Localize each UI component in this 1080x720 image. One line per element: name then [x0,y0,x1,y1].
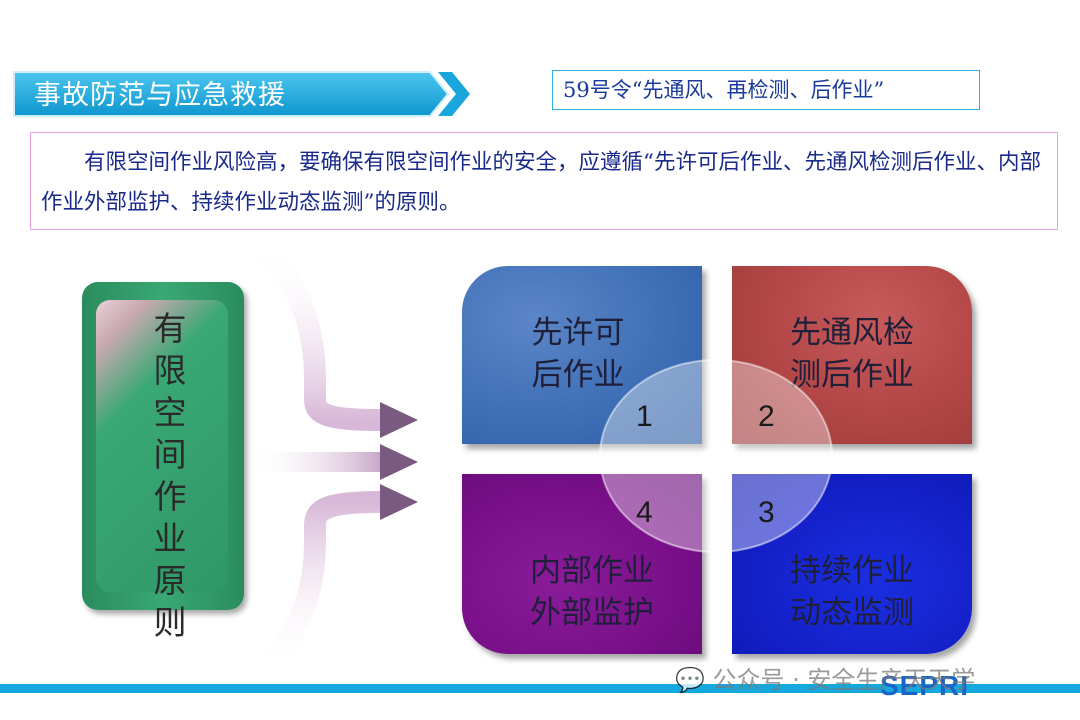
quadrant-4-line2: 外部监护 [530,595,654,631]
quadrant-3-label: 持续作业 动态监测 [772,550,932,634]
principle-char: 则 [153,603,187,642]
principle-char: 间 [153,435,187,474]
quadrant-3 [732,474,972,654]
quadrant-2-number: 2 [758,400,775,433]
quadrant-3-line1: 持续作业 [790,553,914,589]
quadrant-4 [462,474,702,654]
quadrant-4-number: 4 [636,496,653,529]
quadrant-1-line1: 先许可 [531,315,625,351]
arrow-top-head [380,402,418,438]
regulation-box: 59号令“先通风、再检测、后作业” [552,70,980,110]
intro-paragraph: 有限空间作业风险高，要确保有限空间作业的安全，应遵循“先许可后作业、先通风检测后… [41,150,1041,215]
quadrant-1-line2: 后作业 [531,357,625,393]
principle-char: 业 [153,519,187,558]
principle-char: 有 [153,309,187,348]
principle-char: 原 [153,561,187,600]
arrow-bottom-head [380,484,418,520]
center-circle [599,359,833,553]
quadrant-2-line2: 测后作业 [790,357,914,393]
quadrant-1-label: 先许可 后作业 [498,312,658,396]
watermark: 💬 公众号 · 安全生产天天学 [675,660,975,695]
footer-bar [0,684,1080,693]
quadrant-4-line1: 内部作业 [530,553,654,589]
principle-char: 限 [153,351,187,390]
quadrant-2-line1: 先通风检 [790,315,914,351]
banner-shape [13,71,470,117]
flow-arrows [250,240,418,679]
principle-title: 有 限 空 间 作 业 原 则 [150,308,190,644]
quadrant-2-label: 先通风检 测后作业 [772,312,932,396]
section-title: 事故防范与应急救援 [34,80,286,111]
arrow-top [252,240,381,431]
quadrant-1 [462,266,702,444]
principle-card-inner [96,300,228,592]
title-banner: 事故防范与应急救援 [10,70,470,118]
quadrant-1-number: 1 [636,400,653,433]
brand-logo: SEPRI [880,670,970,701]
quadrant-4-label: 内部作业 外部监护 [512,550,672,634]
intro-box: 有限空间作业风险高，要确保有限空间作业的安全，应遵循“先许可后作业、先通风检测后… [30,132,1058,230]
quadrant-2 [732,266,972,444]
arrow-middle [250,452,380,472]
arrow-middle-head [380,444,418,480]
wechat-icon: 💬 [675,666,705,694]
principle-char: 作 [153,477,187,516]
principle-char: 空 [153,393,187,432]
quadrant-3-line2: 动态监测 [790,595,914,631]
quadrant-3-number: 3 [758,496,775,529]
watermark-text: 公众号 · 安全生产天天学 [712,666,976,694]
arrow-bottom [253,491,381,679]
principle-card [82,282,244,610]
